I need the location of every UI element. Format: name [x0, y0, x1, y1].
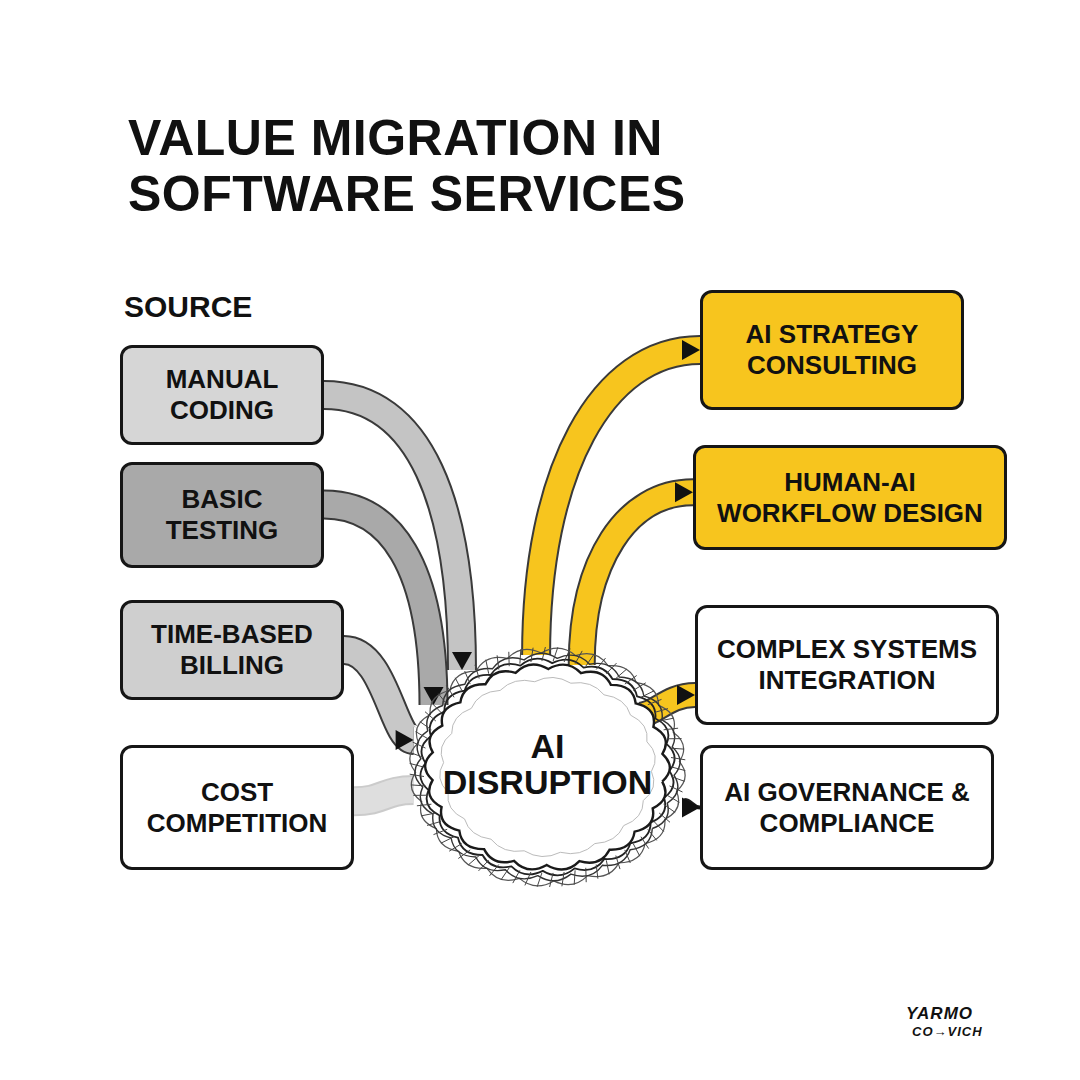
cloud-hatching — [410, 647, 686, 887]
flow-band — [354, 790, 414, 801]
flow-band — [344, 650, 414, 740]
arrow-head — [682, 340, 700, 360]
box-label: MANUAL CODING — [137, 364, 307, 425]
box-label: HUMAN-AI WORKFLOW DESIGN — [710, 467, 990, 528]
watermark: YARMO — [906, 1004, 973, 1024]
box-label: AI GOVERNANCE & COMPLIANCE — [717, 777, 977, 838]
target-box: COMPLEX SYSTEMS INTEGRATION — [695, 605, 999, 725]
arrow-head — [396, 730, 414, 750]
watermark: CO→VICH — [912, 1024, 983, 1039]
cloud-label: AI DISRUPTION — [443, 729, 653, 800]
flow-connector — [344, 650, 414, 750]
cloud-body — [425, 664, 670, 869]
flow-connector — [582, 482, 693, 665]
disruption-cloud: AI DISRUPTION — [405, 640, 690, 890]
arrow-head — [452, 652, 472, 670]
box-label: COST COMPETITION — [137, 777, 337, 838]
flow-band-edge — [344, 650, 414, 740]
flow-band-edge — [354, 790, 414, 801]
target-box: HUMAN-AI WORKFLOW DESIGN — [693, 445, 1007, 550]
target-box: AI STRATEGY CONSULTING — [700, 290, 964, 410]
target-box: AI GOVERNANCE & COMPLIANCE — [700, 745, 994, 870]
box-label: COMPLEX SYSTEMS INTEGRATION — [712, 634, 982, 695]
flow-connector — [536, 340, 700, 655]
cloud-scribble — [415, 653, 680, 881]
flow-connector — [354, 790, 414, 801]
source-box: MANUAL CODING — [120, 345, 324, 445]
flow-band-edge — [582, 492, 693, 665]
arrow-head — [682, 798, 700, 818]
cloud-scribble — [420, 659, 674, 876]
box-label: BASIC TESTING — [137, 484, 307, 545]
flow-band — [582, 492, 693, 665]
section-label: SOURCE — [124, 290, 252, 324]
arrow-head — [677, 685, 695, 705]
flow-connector — [682, 798, 700, 818]
diagram-title: VALUE MIGRATION IN SOFTWARE SERVICES — [128, 110, 768, 222]
box-label: TIME-BASED BILLING — [137, 619, 327, 680]
source-box: TIME-BASED BILLING — [120, 600, 344, 700]
source-box: BASIC TESTING — [120, 462, 324, 568]
box-label: AI STRATEGY CONSULTING — [717, 319, 947, 380]
arrow-head — [675, 482, 693, 502]
cloud-inner-line — [440, 677, 656, 856]
source-box: COST COMPETITION — [120, 745, 354, 870]
